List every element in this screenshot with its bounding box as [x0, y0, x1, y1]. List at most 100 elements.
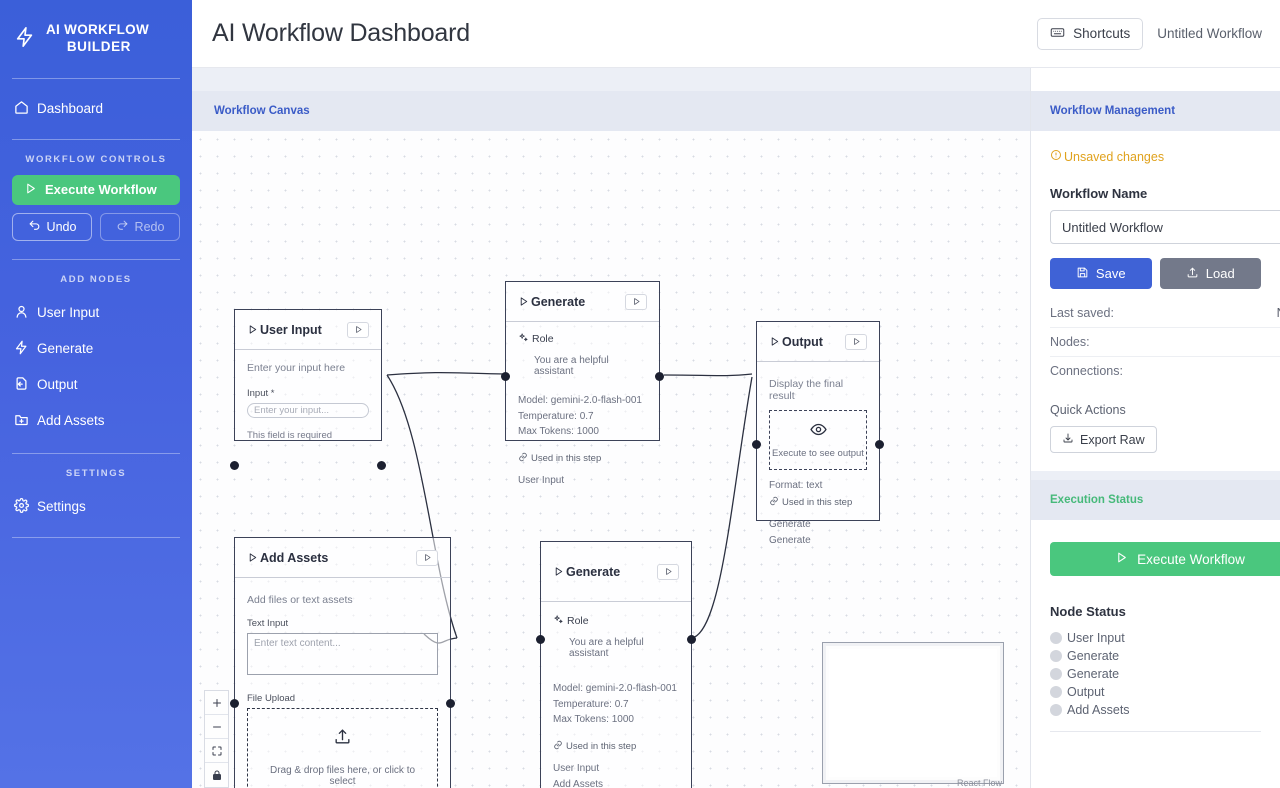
execute-workflow-button[interactable]: Execute Workflow: [12, 174, 180, 205]
lock-icon[interactable]: [205, 763, 228, 787]
edge-generate-2-to-output: [691, 376, 753, 639]
workflow-canvas[interactable]: User Input Enter your input here Input *…: [192, 131, 1030, 788]
temperature-line: Temperature: 0.7: [518, 410, 594, 422]
connections-count-row: Connections:: [1050, 357, 1280, 385]
node-body: Enter your input here Input * Enter your…: [235, 350, 381, 453]
fit-view-icon[interactable]: [205, 739, 228, 763]
header-actions: Shortcuts Untitled Workflow: [1037, 17, 1262, 50]
node-body: Role You are a helpful assistant Model: …: [541, 602, 691, 788]
link-icon: [553, 740, 563, 753]
redo-button[interactable]: Redo: [100, 212, 180, 241]
status-dot: [1050, 686, 1062, 698]
sidebar-item-label: User Input: [37, 305, 100, 321]
node-status-label: Generate: [1067, 667, 1120, 681]
input-field-label: Input *: [247, 388, 275, 399]
sidebar-item-generate[interactable]: Generate: [12, 331, 180, 367]
react-flow-attribution[interactable]: React Flow: [956, 778, 1002, 788]
sidebar-item-dashboard[interactable]: Dashboard: [12, 91, 180, 127]
node-handle-source[interactable]: [446, 698, 455, 708]
workflow-management-body: Unsaved changes Workflow Name Untitled W…: [1031, 131, 1280, 453]
execute-label: Execute Workflow: [45, 182, 157, 198]
save-button[interactable]: Save: [1050, 258, 1152, 289]
node-handle-target[interactable]: [230, 698, 239, 708]
node-handle-target[interactable]: [752, 439, 761, 449]
node-subtitle: Display the final result: [769, 378, 844, 402]
sidebar-item-output[interactable]: Output: [12, 367, 180, 403]
node-user-input[interactable]: User Input Enter your input here Input *…: [230, 309, 386, 470]
sidebar-item-user-input[interactable]: User Input: [12, 295, 180, 331]
node-status-label: Add Assets: [1067, 703, 1130, 717]
node-handle-source[interactable]: [687, 634, 696, 644]
node-handle-target[interactable]: [501, 371, 510, 381]
execution-status-title: Execution Status: [1050, 494, 1144, 506]
node-generate-1[interactable]: Generate Role You are a helpful assistan…: [501, 281, 664, 486]
node-output[interactable]: Output Display the final result Execute …: [752, 321, 884, 546]
section-add-nodes: ADD NODES: [60, 273, 132, 285]
unsaved-changes-badge: Unsaved changes: [1050, 149, 1261, 164]
brand-line2: BUILDER: [66, 38, 132, 54]
node-title: User Input: [247, 323, 322, 337]
home-icon: [14, 100, 29, 118]
play-icon: [769, 336, 780, 347]
workflow-name-input[interactable]: Untitled Workflow: [1050, 210, 1280, 244]
last-saved-label: Last saved:: [1050, 306, 1114, 320]
node-run-button[interactable]: [657, 563, 679, 580]
undo-label: Undo: [46, 219, 77, 234]
node-status-title: Node Status: [1050, 604, 1126, 619]
play-icon: [247, 552, 258, 563]
text-input-field[interactable]: Enter text content...: [247, 633, 438, 675]
file-dropzone[interactable]: Drag & drop files here, or click to sele…: [247, 708, 438, 788]
role-label: Role: [567, 615, 589, 627]
play-icon: [247, 324, 258, 335]
save-disk-icon: [1076, 266, 1089, 282]
divider: [12, 258, 180, 260]
node-add-assets[interactable]: Add Assets Add files or text assets Text…: [230, 537, 455, 788]
used-item: Generate: [769, 518, 811, 530]
execute-label: Execute Workflow: [1137, 551, 1245, 567]
node-handle-source[interactable]: [875, 439, 884, 449]
used-in-step-row: Used in this step: [769, 496, 867, 509]
sidebar-item-add-assets[interactable]: Add Assets: [12, 403, 180, 439]
node-run-button[interactable]: [625, 293, 647, 310]
node-status-label: Generate: [1067, 649, 1120, 663]
used-label: Used in this step: [566, 740, 637, 752]
sidebar-item-label: Generate: [37, 341, 94, 357]
sidebar-item-settings[interactable]: Settings: [12, 489, 180, 525]
minimap[interactable]: [822, 642, 1004, 784]
sidebar-item-label: Output: [37, 377, 78, 393]
panel-separator: [1031, 471, 1280, 480]
page-title: AI Workflow Dashboard: [212, 19, 470, 47]
used-in-step-row: Used in this step: [518, 452, 647, 465]
canvas-toolbar: Workflow Canvas: [192, 91, 1030, 131]
undo-button[interactable]: Undo: [12, 212, 92, 241]
node-run-button[interactable]: [845, 333, 867, 350]
eye-icon: [809, 421, 827, 438]
undo-icon: [28, 219, 41, 235]
node-run-button[interactable]: [347, 321, 369, 338]
output-preview-box[interactable]: Execute to see output: [769, 410, 867, 470]
node-run-button[interactable]: [416, 549, 438, 566]
load-button[interactable]: Load: [1159, 258, 1261, 289]
zoom-out-icon[interactable]: [205, 715, 228, 739]
node-status-row: User Input id: [1031, 629, 1280, 647]
panel-execute-workflow-button[interactable]: Execute Workflow: [1050, 542, 1280, 576]
zoom-in-icon[interactable]: [205, 691, 228, 715]
header: AI Workflow Dashboard Shortcuts Untitled…: [192, 0, 1280, 68]
node-handle-target[interactable]: [230, 460, 239, 470]
sidebar-item-label: Dashboard: [37, 101, 104, 117]
node-handle-source[interactable]: [377, 460, 386, 470]
node-handle-target[interactable]: [536, 634, 545, 644]
shortcuts-button[interactable]: Shortcuts: [1037, 17, 1144, 50]
node-generate-2[interactable]: Generate Role You are a helpful assistan…: [536, 541, 696, 788]
export-raw-button[interactable]: Export Raw: [1050, 426, 1157, 453]
node-header: User Input: [235, 310, 381, 350]
role-row: Role: [553, 614, 679, 628]
node-title-label: Generate: [531, 294, 586, 309]
node-status-row: Generate id: [1031, 647, 1280, 665]
workflow-management-title: Workflow Management: [1050, 105, 1176, 117]
input-field[interactable]: Enter your input...: [247, 403, 369, 418]
model-line: Model: gemini-2.0-flash-001: [518, 395, 642, 406]
node-handle-source[interactable]: [655, 371, 664, 381]
format-line: Format: text: [769, 480, 823, 491]
